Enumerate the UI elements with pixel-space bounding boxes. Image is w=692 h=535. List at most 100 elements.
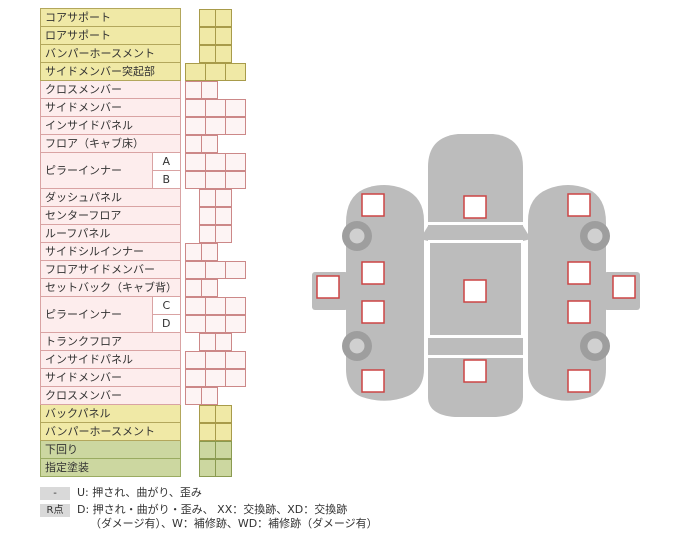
check-cell[interactable] [185, 278, 202, 297]
check-cell[interactable] [185, 386, 202, 405]
check-cell[interactable] [205, 62, 226, 81]
check-cells-area [181, 386, 271, 405]
parts-row: クロスメンバー [40, 80, 271, 99]
part-label: センターフロア [40, 206, 181, 225]
marker-right-rear-fender[interactable] [567, 369, 591, 393]
check-cell[interactable] [185, 152, 206, 171]
check-cell[interactable] [199, 332, 216, 351]
marker-left-rear-door[interactable] [361, 300, 385, 324]
check-cell[interactable] [225, 296, 246, 315]
check-cell[interactable] [201, 134, 218, 153]
check-cell[interactable] [215, 44, 232, 63]
check-cell[interactable] [215, 8, 232, 27]
marker-roof-center[interactable] [463, 279, 487, 303]
check-cell[interactable] [199, 26, 216, 45]
marker-trunk-center[interactable] [463, 359, 487, 383]
legend-text-r: D: 押され・曲がり・歪み、 XX：交換跡、XD：交換跡 （ダメージ有）、W：補… [77, 503, 378, 531]
check-cell[interactable] [205, 260, 226, 279]
check-cells-area [181, 224, 271, 243]
part-label: バックパネル [40, 404, 181, 423]
check-cell[interactable] [201, 80, 218, 99]
check-cell[interactable] [201, 386, 218, 405]
check-cell[interactable] [215, 26, 232, 45]
check-cell[interactable] [215, 422, 232, 441]
check-cell[interactable] [199, 440, 216, 459]
check-cell[interactable] [199, 422, 216, 441]
check-cell[interactable] [215, 440, 232, 459]
check-cell[interactable] [185, 170, 206, 189]
check-cell[interactable] [185, 62, 206, 81]
check-cell[interactable] [185, 80, 202, 99]
check-cell[interactable] [199, 44, 216, 63]
check-cell[interactable] [205, 170, 226, 189]
check-cell[interactable] [199, 404, 216, 423]
check-cell[interactable] [199, 188, 216, 207]
check-cell[interactable] [205, 116, 226, 135]
check-cell[interactable] [225, 170, 246, 189]
marker-left-sill[interactable] [316, 275, 340, 299]
parts-row: ダッシュパネル [40, 188, 271, 207]
check-cell[interactable] [225, 368, 246, 387]
parts-row: バックパネル [40, 404, 271, 423]
marker-right-front-fender[interactable] [567, 193, 591, 217]
marker-left-rear-fender[interactable] [361, 369, 385, 393]
check-cell[interactable] [225, 350, 246, 369]
check-cell[interactable] [225, 98, 246, 117]
parts-row: インサイドパネル [40, 350, 271, 369]
check-cell[interactable] [225, 314, 246, 333]
parts-table: コアサポートロアサポートバンパーホースメントサイドメンバー突起部クロスメンバーサ… [40, 8, 271, 477]
check-cell[interactable] [215, 458, 232, 477]
check-cell[interactable] [225, 116, 246, 135]
check-cell[interactable] [199, 206, 216, 225]
marker-left-front-door[interactable] [361, 261, 385, 285]
part-label: インサイドパネル [40, 116, 181, 135]
damage-markers [316, 193, 636, 393]
check-cell[interactable] [215, 206, 232, 225]
check-cell[interactable] [199, 224, 216, 243]
check-cell[interactable] [205, 152, 226, 171]
check-cell[interactable] [225, 152, 246, 171]
marker-right-front-door[interactable] [567, 261, 591, 285]
check-cell[interactable] [215, 404, 232, 423]
marker-right-rear-door[interactable] [567, 300, 591, 324]
check-cell[interactable] [185, 296, 206, 315]
check-cells-area [181, 80, 271, 99]
check-cell[interactable] [199, 458, 216, 477]
check-cells-area [181, 350, 271, 369]
parts-row: コアサポート [40, 8, 271, 27]
part-label: サイドメンバー [40, 368, 181, 387]
check-cell[interactable] [205, 350, 226, 369]
check-cell[interactable] [185, 116, 206, 135]
check-cell[interactable] [185, 242, 202, 261]
check-cell[interactable] [225, 260, 246, 279]
check-cell[interactable] [185, 314, 206, 333]
check-cells-area [181, 62, 271, 81]
marker-right-sill[interactable] [612, 275, 636, 299]
check-cell[interactable] [205, 368, 226, 387]
check-cell[interactable] [185, 260, 206, 279]
legend-badge-dash: - [40, 487, 70, 500]
check-cell[interactable] [185, 368, 206, 387]
check-cells-area [181, 296, 271, 315]
parts-row: D [41, 314, 271, 333]
marker-hood-center[interactable] [463, 195, 487, 219]
check-cell[interactable] [201, 242, 218, 261]
check-cell[interactable] [215, 332, 232, 351]
legend-text-u: U: 押され、曲がり、歪み [77, 486, 202, 499]
check-cell[interactable] [205, 296, 226, 315]
marker-left-front-fender[interactable] [361, 193, 385, 217]
check-cell[interactable] [185, 350, 206, 369]
check-cell[interactable] [185, 134, 202, 153]
check-cell[interactable] [199, 8, 216, 27]
check-cell[interactable] [201, 278, 218, 297]
check-cell[interactable] [215, 188, 232, 207]
check-cell[interactable] [205, 98, 226, 117]
legend-text-r-line2: （ダメージ有）、W：補修跡、WD：補修跡（ダメージ有） [90, 517, 378, 530]
check-cell[interactable] [225, 62, 246, 81]
check-cell[interactable] [215, 224, 232, 243]
check-cell[interactable] [205, 314, 226, 333]
check-cells-area [181, 332, 271, 351]
check-cell[interactable] [185, 98, 206, 117]
